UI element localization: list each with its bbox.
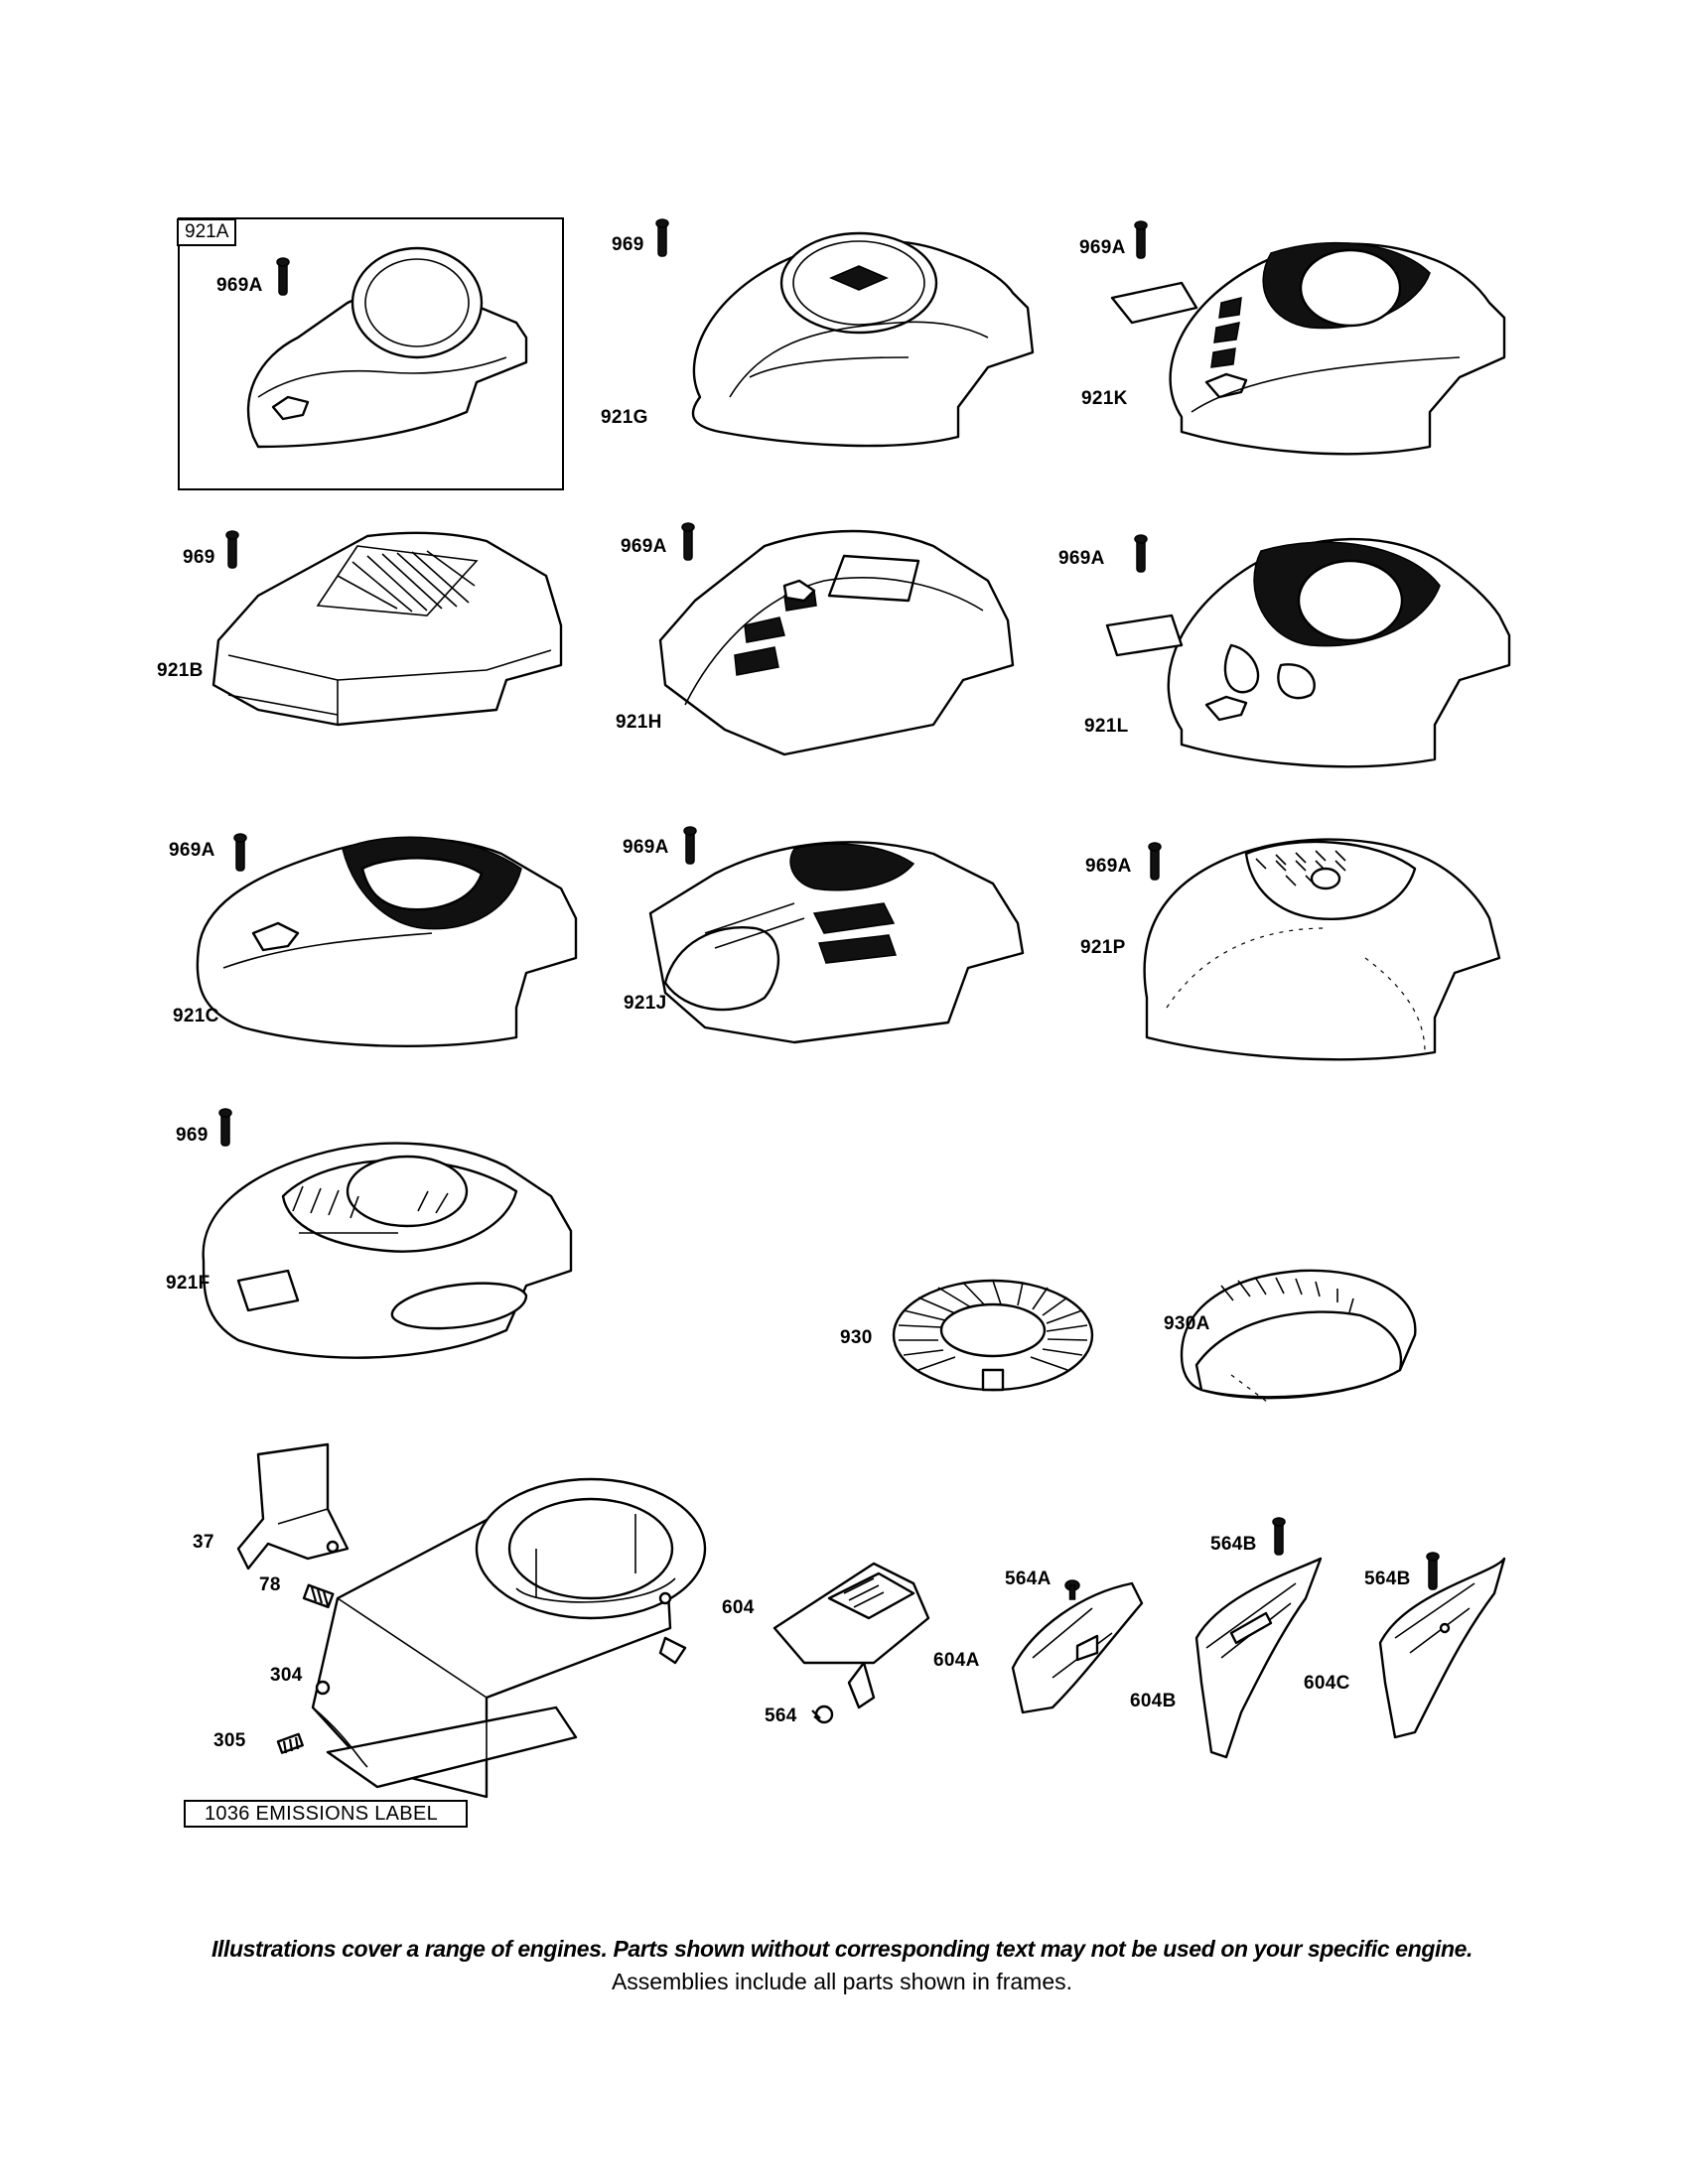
label-921k: 921K (1081, 388, 1128, 409)
screw-969a-4 (1134, 534, 1148, 573)
label-604: 604 (722, 1597, 755, 1618)
deflector-604c (1378, 1557, 1506, 1739)
label-921j: 921J (624, 993, 667, 1014)
shroud-921p (1143, 838, 1501, 1061)
label-969a-5: 969A (169, 840, 215, 861)
label-921p: 921P (1080, 937, 1126, 958)
shroud-921b (211, 531, 563, 727)
screw-969a-1 (276, 257, 290, 296)
shroud-921c (196, 836, 578, 1047)
label-604b: 604B (1130, 1691, 1177, 1711)
bracket-37 (236, 1442, 350, 1570)
label-921c: 921C (173, 1006, 219, 1026)
blower-housing-304 (311, 1477, 707, 1799)
grille-930 (892, 1279, 1094, 1392)
shroud-921k (1110, 241, 1506, 456)
shroud-921j (648, 841, 1025, 1044)
deflector-604b (1194, 1557, 1323, 1759)
label-930: 930 (840, 1327, 873, 1348)
label-921g: 921G (601, 407, 648, 428)
label-921h: 921H (616, 712, 662, 733)
grille-930a (1180, 1269, 1417, 1406)
screw-969-2 (225, 530, 239, 569)
screw-564b-1 (1272, 1517, 1286, 1556)
label-969a-2: 969A (1079, 237, 1126, 258)
shroud-921f (202, 1142, 573, 1359)
screw-305 (276, 1732, 304, 1754)
label-305: 305 (213, 1730, 246, 1751)
label-78: 78 (259, 1574, 281, 1595)
label-969-3: 969 (176, 1125, 209, 1146)
label-969a-3: 969A (621, 536, 667, 557)
label-930a: 930A (1164, 1313, 1210, 1334)
label-969a-6: 969A (623, 837, 669, 858)
label-564b-1: 564B (1210, 1534, 1257, 1555)
screw-969a-6 (683, 826, 697, 865)
label-969a-1: 969A (216, 275, 263, 296)
emissions-label: 1036 EMISSIONS LABEL (205, 1803, 439, 1825)
frame-tag-921a: 921A (177, 218, 237, 246)
label-969-2: 969 (183, 547, 215, 568)
footer-disclaimer: Illustrations cover a range of engines. … (210, 1936, 1474, 1962)
screw-78 (302, 1583, 335, 1609)
label-304: 304 (270, 1665, 303, 1686)
screw-969-1 (655, 218, 669, 257)
screw-969a-3 (681, 522, 695, 561)
label-921l: 921L (1084, 716, 1129, 737)
screw-564b-2 (1426, 1552, 1440, 1590)
deflector-604 (772, 1562, 930, 1709)
screw-564 (811, 1705, 834, 1724)
frame-921a-border (178, 217, 564, 490)
shroud-921a (246, 246, 528, 449)
screw-564a (1064, 1579, 1080, 1600)
label-921b: 921B (157, 660, 204, 681)
shroud-921g (691, 231, 1035, 448)
shroud-921l (1105, 537, 1511, 768)
label-969a-7: 969A (1085, 856, 1132, 877)
emissions-label-frame (184, 1800, 468, 1828)
shroud-921h (658, 529, 1015, 756)
label-37: 37 (193, 1532, 214, 1553)
label-564: 564 (765, 1706, 797, 1726)
label-969-1: 969 (612, 234, 644, 255)
screw-969a-7 (1148, 842, 1162, 881)
label-564b-2: 564B (1364, 1569, 1411, 1589)
label-921f: 921F (166, 1273, 210, 1294)
screw-969a-2 (1134, 220, 1148, 259)
footer-assemblies-note: Assemblies include all parts shown in fr… (611, 1969, 1073, 1994)
label-604c: 604C (1304, 1673, 1350, 1694)
screw-969-3 (218, 1108, 232, 1147)
label-969a-4: 969A (1058, 548, 1105, 569)
label-564a: 564A (1005, 1569, 1052, 1589)
screw-969a-5 (233, 833, 247, 872)
label-604a: 604A (933, 1650, 980, 1671)
deflector-604a (1011, 1581, 1144, 1714)
